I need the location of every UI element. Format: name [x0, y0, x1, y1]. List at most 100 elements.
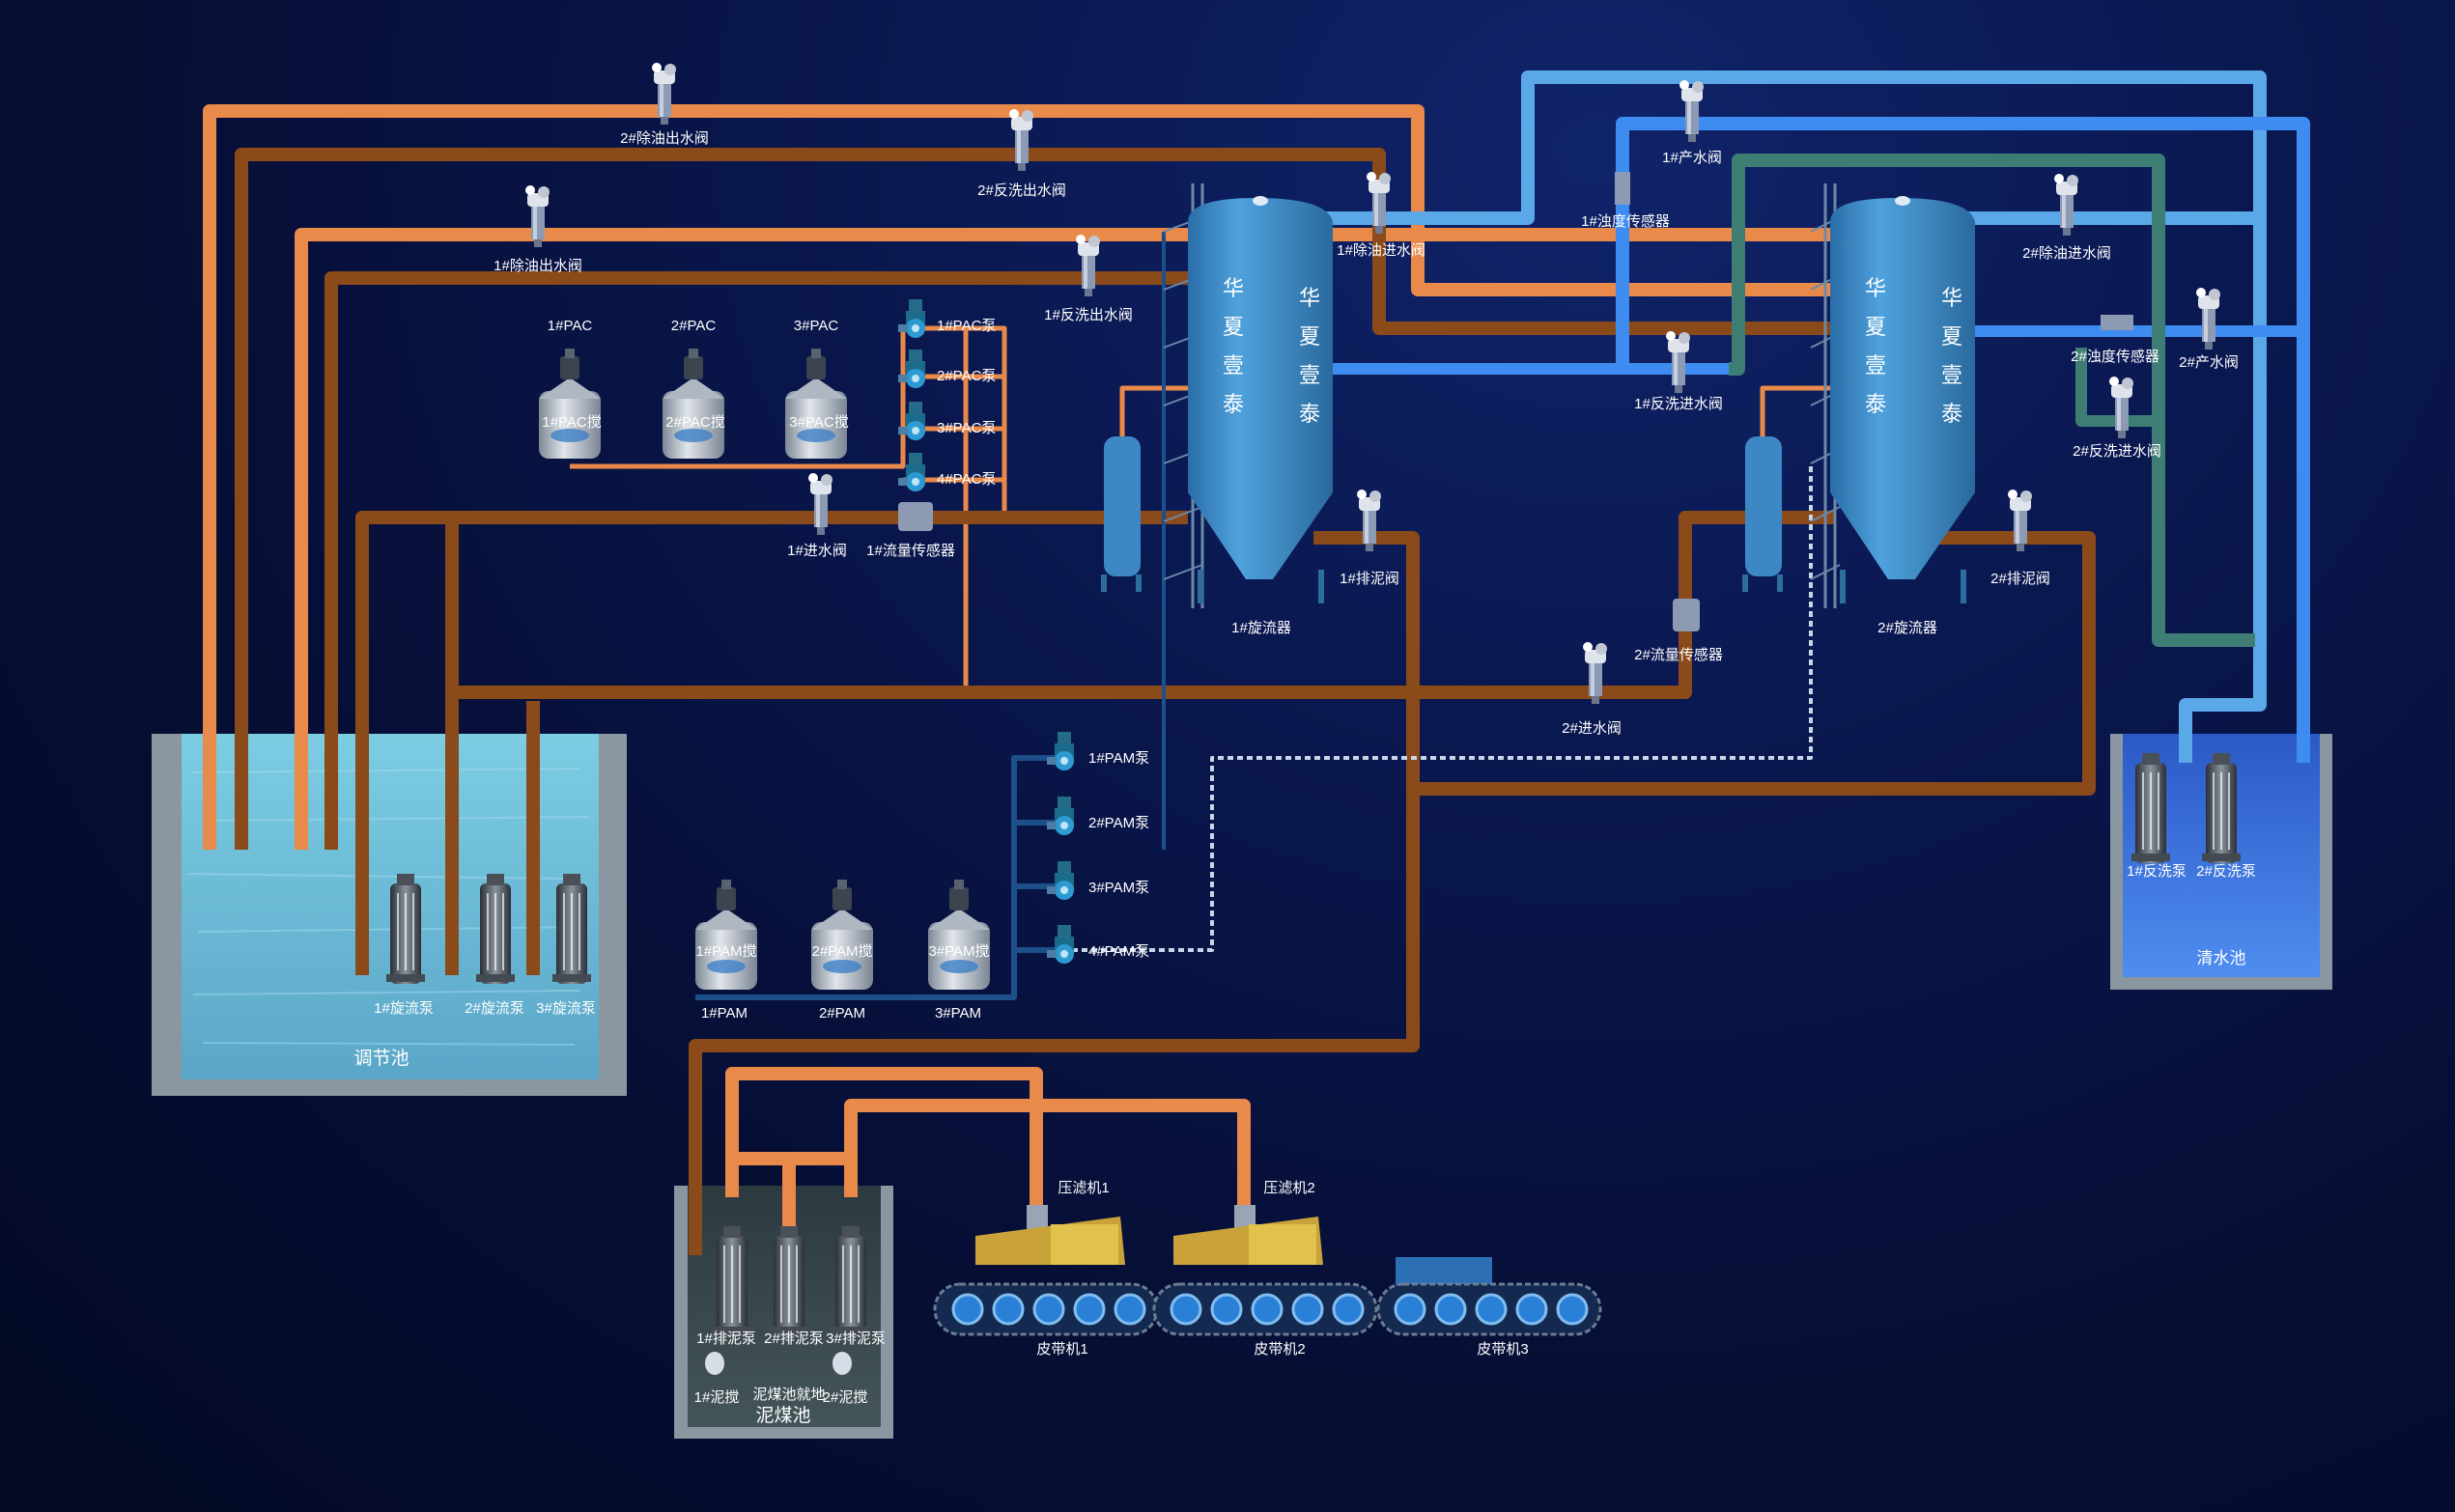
pam-system: 1#PAM搅 2#PAM搅 3#PAM搅 1#PAM 2#PAM 3#PAM 1…	[695, 732, 1149, 1022]
pam-pump[interactable]	[1047, 797, 1074, 835]
pac-mixer-label: 2#PAC搅	[665, 414, 724, 431]
clean-tank-label: 清水池	[2197, 949, 2246, 967]
sensor-label: 2#流量传感器	[1634, 647, 1723, 663]
pump-label: 1#旋流泵	[374, 1000, 434, 1017]
pump-label: 2#反洗泵	[2196, 863, 2256, 880]
valve-oil-in-2[interactable]	[2054, 174, 2078, 236]
pac-pump-label: 2#PAC泵	[937, 368, 996, 384]
flow-sensor-2[interactable]	[1673, 599, 1700, 631]
pam-pump-label: 4#PAM泵	[1088, 943, 1149, 960]
brand-char: 夏	[1299, 325, 1320, 350]
pac-pump[interactable]	[898, 299, 925, 338]
valve-prod-2[interactable]	[2196, 288, 2220, 350]
pac-pump-label: 3#PAC泵	[937, 420, 996, 436]
valve-label: 2#产水阀	[2179, 354, 2239, 371]
pump-label: 3#排泥泵	[826, 1330, 886, 1347]
pipe-mud-2	[1413, 538, 2089, 789]
valve-backwash-out-2[interactable]	[1009, 109, 1033, 171]
valve-label: 2#反洗出水阀	[977, 182, 1066, 199]
pam-pump-label: 2#PAM泵	[1088, 815, 1149, 831]
brand-char: 泰	[1223, 393, 1244, 417]
pac-pump-label: 1#PAC泵	[937, 318, 996, 334]
brand-char: 泰	[1865, 393, 1886, 417]
pam-mixer-label: 1#PAM搅	[695, 943, 756, 960]
valve-label: 1#除油进水阀	[1337, 242, 1425, 259]
pac-mixer-label: 1#PAC搅	[542, 414, 601, 431]
pam-mix-tank[interactable]	[811, 880, 873, 990]
pam-tank-label: 1#PAM	[701, 1005, 748, 1022]
valve-label: 2#除油出水阀	[620, 130, 709, 147]
mud-pump[interactable]	[832, 1226, 870, 1336]
valve-prod-1[interactable]	[1679, 80, 1704, 142]
mixer-label: 泥煤池就地	[752, 1386, 825, 1403]
sensor-label: 1#流量传感器	[866, 543, 955, 559]
mixer-label: 2#泥搅	[823, 1389, 868, 1406]
pac-mixer-label: 3#PAC搅	[789, 414, 848, 431]
pam-pump-label: 3#PAM泵	[1088, 880, 1149, 896]
sensor-label: 1#浊度传感器	[1581, 213, 1670, 230]
valve-backwash-out-1[interactable]	[1076, 235, 1100, 296]
valve-backwash-in-2[interactable]	[2109, 377, 2133, 438]
valve-inlet-1[interactable]	[808, 473, 832, 535]
pac-mix-tank[interactable]	[539, 349, 601, 459]
pac-tank-label: 3#PAC	[794, 318, 839, 334]
pac-pump-label: 4#PAC泵	[937, 471, 996, 488]
belt-label: 皮带机1	[1036, 1341, 1087, 1358]
pump-label: 2#旋流泵	[465, 1000, 524, 1017]
pipe-press-2	[851, 1106, 1244, 1207]
brand-char: 夏	[1865, 316, 1886, 340]
mixer-label: 1#泥搅	[694, 1389, 740, 1406]
pac-mix-tank[interactable]	[663, 349, 724, 459]
mud-pump[interactable]	[770, 1226, 808, 1336]
pam-mix-tank[interactable]	[928, 880, 990, 990]
brand-char: 华	[1299, 287, 1320, 311]
pac-tank-label: 2#PAC	[671, 318, 717, 334]
backwash-pump[interactable]	[2131, 753, 2170, 863]
regulating-tank-label: 调节池	[353, 1048, 409, 1069]
valve-label: 2#进水阀	[1562, 720, 1622, 737]
regulating-tank: 调节池	[152, 734, 627, 1096]
pam-mixer-label: 2#PAM搅	[811, 943, 872, 960]
brand-char: 泰	[1299, 403, 1320, 427]
brand-char: 夏	[1941, 325, 1962, 350]
cyclone-pump[interactable]	[386, 874, 425, 984]
pam-pump[interactable]	[1047, 861, 1074, 900]
mud-pump[interactable]	[713, 1226, 751, 1336]
press-label: 压滤机2	[1263, 1180, 1314, 1196]
belt-label: 皮带机2	[1254, 1341, 1305, 1358]
pipe-pac-feed	[570, 328, 903, 466]
pam-pump-label: 1#PAM泵	[1088, 750, 1149, 767]
turbidity-sensor-2[interactable]	[2101, 315, 2133, 330]
pump-label: 3#旋流泵	[536, 1000, 596, 1017]
valve-label: 2#反洗进水阀	[2073, 443, 2161, 460]
brand-char: 华	[1223, 277, 1244, 301]
brand-char: 泰	[1941, 403, 1962, 427]
cyclone-2: 华 夏 壹 泰 华 夏 壹 泰 2#旋流器	[1742, 183, 1975, 636]
cyclone-pump[interactable]	[552, 874, 591, 984]
brand-char: 壹	[1299, 364, 1320, 388]
valve-label: 1#反洗出水阀	[1044, 307, 1133, 323]
cyclone-pump[interactable]	[476, 874, 515, 984]
pipe-pam-line	[1072, 463, 1811, 950]
brand-char: 华	[1865, 277, 1886, 301]
backwash-pump[interactable]	[2202, 753, 2241, 863]
valve-backwash-in-1[interactable]	[1666, 331, 1690, 393]
pam-pump[interactable]	[1047, 732, 1074, 770]
cyclone-1: 华 夏 壹 泰 华 夏 壹 泰 1#旋流器	[1101, 183, 1333, 636]
turbidity-sensor-1[interactable]	[1615, 172, 1630, 205]
brand-char: 壹	[1941, 364, 1962, 388]
belt-conveyors: 皮带机1 皮带机2 皮带机3	[935, 1257, 1600, 1358]
flow-sensor-1[interactable]	[898, 502, 933, 531]
brand-char: 壹	[1865, 354, 1886, 378]
pump-label: 1#反洗泵	[2127, 863, 2187, 880]
pam-mix-tank[interactable]	[695, 880, 757, 990]
pipe-mud-1	[695, 538, 1413, 1255]
brand-char: 夏	[1223, 316, 1244, 340]
pam-pump[interactable]	[1047, 925, 1074, 964]
sensor-label: 2#浊度传感器	[2071, 349, 2159, 365]
sludge-tank-label: 泥煤池	[755, 1405, 810, 1426]
valve-label: 1#除油出水阀	[494, 258, 582, 274]
valve-label: 1#排泥阀	[1340, 571, 1399, 587]
pac-mix-tank[interactable]	[785, 349, 847, 459]
